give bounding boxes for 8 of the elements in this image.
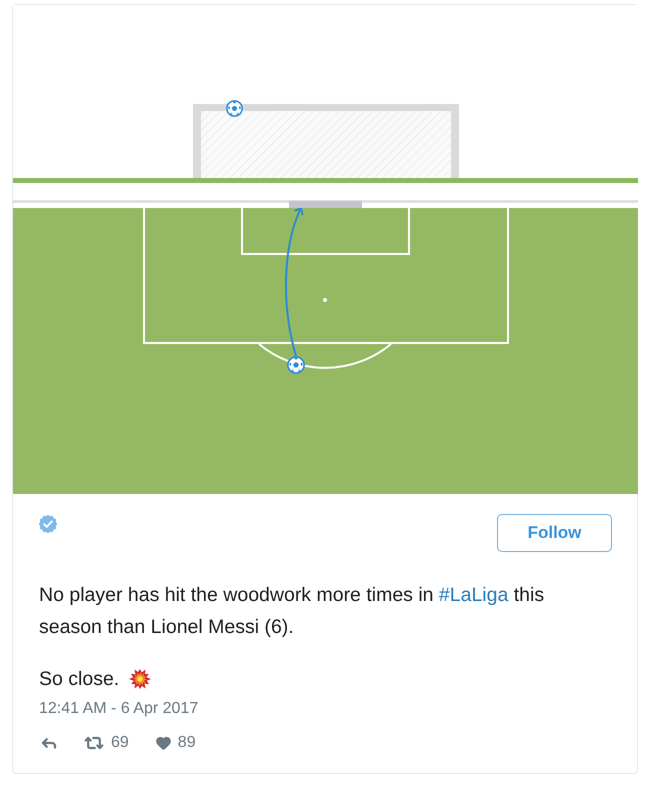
like-count: 89 [178, 733, 196, 753]
tweet-text: So close. [39, 667, 120, 692]
follow-button: Follow [497, 514, 612, 552]
shot-trajectory-arrow [285, 207, 304, 356]
timestamp: 12:41 AM - 6 Apr 2017 [39, 699, 198, 719]
hashtag-link: #LaLiga [438, 584, 508, 606]
retweet-count: 69 [111, 733, 129, 753]
tweet-text: No player has hit the woodwork more times in #LaLiga this season than Lionel Messi (6). [39, 583, 546, 640]
